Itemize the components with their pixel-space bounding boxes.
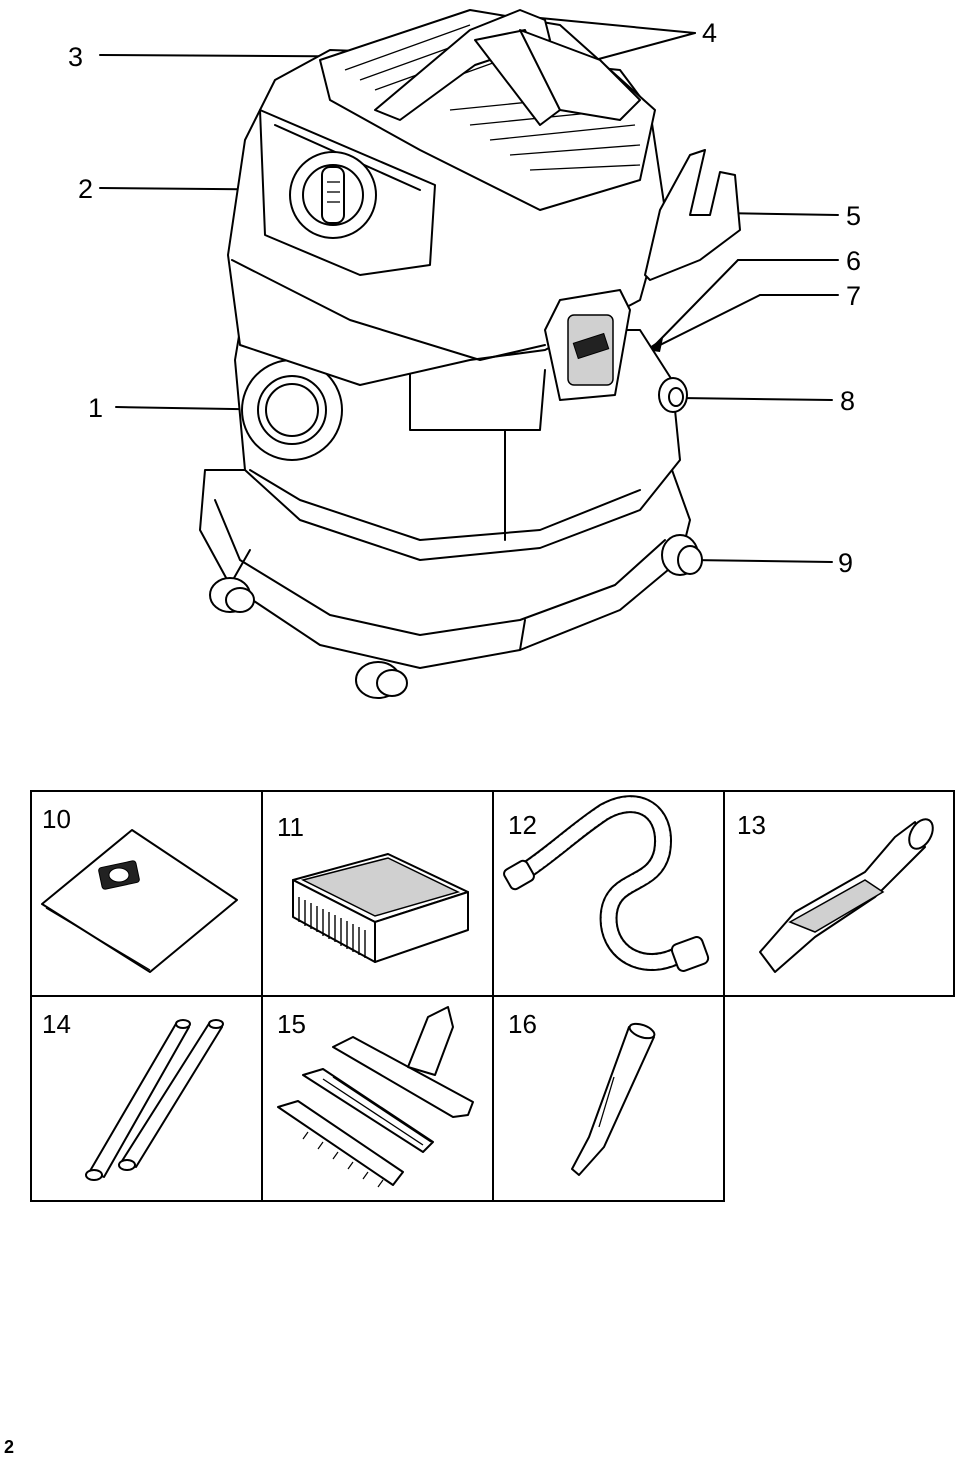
callout-label: 3 xyxy=(68,42,84,72)
callout-label: 4 xyxy=(702,18,718,48)
callout-label: 8 xyxy=(840,386,856,416)
vacuum-cleaner-illustration: 1 2 3 4 5 6 7 8 9 xyxy=(68,9,862,699)
filter-bag-icon xyxy=(41,829,238,973)
accessory-number: 12 xyxy=(508,810,537,840)
vacuum-motor-head xyxy=(227,9,741,401)
callout-label: 5 xyxy=(846,201,862,231)
accessory-cell: 15 xyxy=(261,995,494,1202)
wet-dry-vacuum-drawing xyxy=(99,9,839,699)
suction-hose-icon xyxy=(503,795,710,972)
callout-label: 6 xyxy=(846,246,862,276)
floor-nozzle-icon xyxy=(277,1006,474,1188)
page-number: 2 xyxy=(4,1437,15,1457)
accessory-cell: 16 xyxy=(492,995,725,1202)
accessory-cell: 10 xyxy=(30,790,263,997)
accessory-number: 16 xyxy=(508,1009,537,1039)
callout-label: 1 xyxy=(88,393,104,423)
callout-label: 7 xyxy=(846,281,862,311)
suction-tubes-icon xyxy=(85,1019,224,1181)
accessory-cell: 13 xyxy=(723,790,955,997)
accessory-number: 11 xyxy=(277,812,304,842)
accessory-number: 13 xyxy=(737,810,766,840)
accessory-number: 14 xyxy=(42,1009,71,1039)
accessory-cell: 14 xyxy=(30,995,263,1202)
accessory-number: 10 xyxy=(42,804,71,834)
crevice-nozzle-icon xyxy=(571,1022,656,1176)
accessories-grid: 10 11 12 xyxy=(30,790,955,1202)
accessory-cell: 12 xyxy=(492,790,725,997)
callout-label: 2 xyxy=(78,174,94,204)
callout-label: 9 xyxy=(838,548,854,578)
elbow-handle-icon xyxy=(759,818,934,973)
accessory-cell: 11 xyxy=(261,790,494,997)
flat-pleated-filter-icon xyxy=(292,853,469,963)
accessory-number: 15 xyxy=(277,1009,306,1039)
